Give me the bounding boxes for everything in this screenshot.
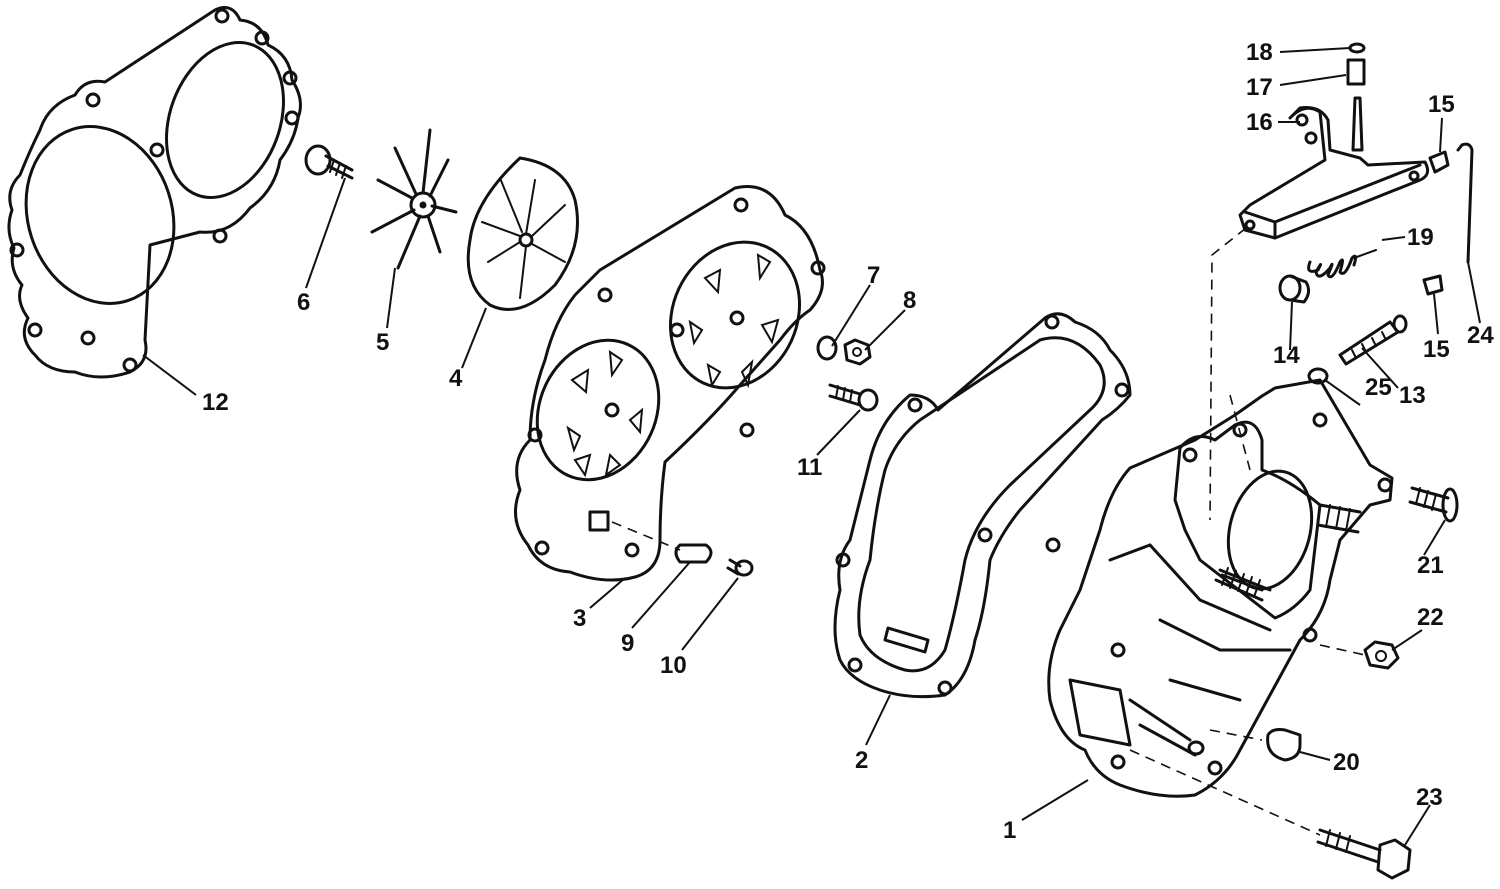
part-10-screw: [726, 558, 754, 577]
part-15-fitting-upper: [1428, 150, 1450, 174]
callout-15a: 15: [1428, 91, 1455, 118]
callout-3: 3: [573, 605, 586, 632]
leader-lines: [142, 47, 1481, 846]
callout-5: 5: [376, 329, 389, 356]
part-14-bushing: [1278, 274, 1311, 304]
callout-labels: 1 2 3 4 5 6 7 8 9 10 11 12 13 14 15 15 1…: [202, 39, 1494, 844]
alignment-line-housing: [611, 521, 681, 551]
part-17-sleeve: [1346, 58, 1366, 86]
part-18-washer: [1348, 42, 1366, 54]
part-19-spring: [1307, 249, 1377, 279]
callout-13: 13: [1399, 382, 1426, 409]
part-24-rod: [1456, 142, 1474, 264]
callout-21: 21: [1417, 552, 1444, 579]
part-8-nut: [843, 338, 872, 366]
callout-11: 11: [797, 454, 822, 481]
part-11-screw: [828, 383, 879, 412]
callout-19: 19: [1407, 224, 1434, 251]
part-23-bolt: [1316, 828, 1412, 880]
callout-6: 6: [297, 289, 310, 316]
callout-9: 9: [621, 630, 634, 657]
part-12-gasket: [7, 6, 302, 379]
callout-18: 18: [1246, 39, 1273, 66]
part-7-washer: [816, 335, 838, 361]
part-3-housing: [514, 185, 826, 582]
part-6-screw: [304, 144, 354, 180]
part-2-gasket: [833, 312, 1132, 699]
callout-12: 12: [202, 389, 229, 416]
alignment-line-screw: [1229, 394, 1251, 471]
callout-23: 23: [1416, 784, 1443, 811]
part-5-impeller: [370, 128, 458, 270]
part-20-clip: [1266, 728, 1302, 762]
callout-16: 16: [1246, 109, 1273, 136]
part-16-bracket: [1238, 96, 1430, 240]
callout-17: 17: [1246, 74, 1273, 101]
part-4-plate: [466, 156, 579, 311]
part-22-nut: [1363, 640, 1400, 670]
part-9-pin: [674, 543, 713, 564]
alignment-line-bracket: [1209, 227, 1247, 521]
part-15-fitting-lower: [1422, 274, 1444, 296]
callout-14: 14: [1273, 342, 1300, 369]
callout-22: 22: [1417, 604, 1444, 631]
alignment-line-bolt: [1129, 749, 1321, 836]
callout-4: 4: [449, 365, 463, 392]
callout-24: 24: [1467, 322, 1494, 349]
part-13-screw: [1338, 314, 1408, 366]
alignment-line-nut: [1319, 644, 1366, 656]
callout-8: 8: [903, 287, 916, 314]
callout-15b: 15: [1423, 336, 1450, 363]
part-1-housing: [1047, 378, 1394, 798]
callout-2: 2: [855, 747, 868, 774]
part-21-screw: [1408, 486, 1459, 523]
part-25-washer: [1307, 367, 1329, 385]
callout-1: 1: [1003, 817, 1016, 844]
callout-10: 10: [660, 652, 687, 679]
alignment-line-clip: [1209, 729, 1263, 741]
callout-20: 20: [1333, 749, 1360, 776]
callout-7: 7: [867, 262, 880, 289]
callout-25: 25: [1365, 374, 1392, 401]
